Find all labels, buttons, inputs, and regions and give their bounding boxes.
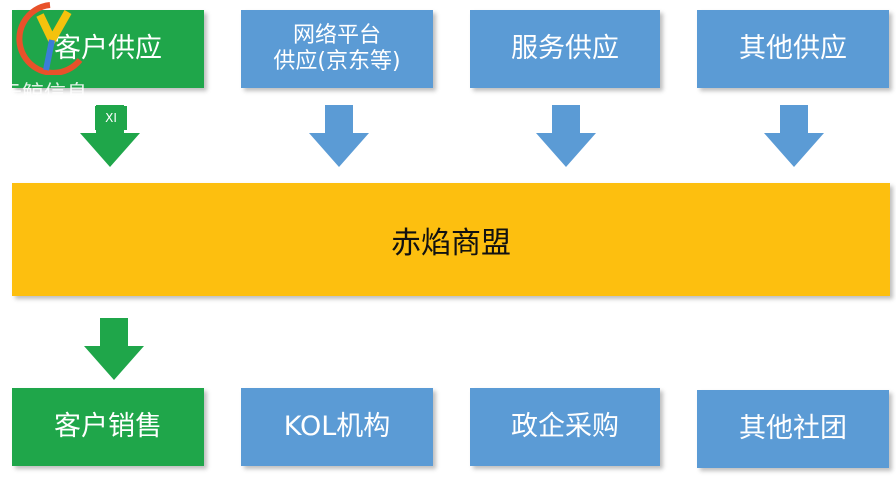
arrow-down-icon: [309, 105, 369, 167]
node-label: 政企采购: [511, 410, 619, 442]
node-customer-sales: 客户销售: [12, 388, 204, 466]
node-government-procurement: 政企采购: [470, 388, 660, 466]
node-kol-agency: KOL机构: [241, 388, 433, 466]
node-label: KOL机构: [283, 410, 391, 442]
node-label: 其他供应: [739, 32, 847, 64]
arrow-down-icon: [764, 105, 824, 167]
node-service-supply: 服务供应: [470, 10, 660, 88]
node-label: 其他社团: [739, 412, 847, 444]
node-label-line2: 供应(京东等): [273, 49, 401, 74]
watermark-logo-icon: [16, 2, 83, 75]
arrow-down-icon: [80, 105, 140, 167]
node-label-line1: 网络平台: [292, 22, 381, 48]
node-label: 客户供应: [54, 32, 162, 64]
node-label: 客户销售: [54, 410, 162, 442]
node-label: 服务供应: [511, 32, 619, 64]
node-customer-supply: 客户供应: [12, 10, 204, 88]
node-other-groups: 其他社团: [697, 390, 889, 468]
arrow-down-icon: [536, 105, 596, 167]
center-node-chiyan-alliance: 赤焰商盟: [12, 183, 890, 296]
node-other-supply: 其他供应: [697, 10, 889, 88]
watermark-badge: XI: [95, 106, 127, 130]
center-label: 赤焰商盟: [391, 225, 511, 261]
arrow-down-icon: [84, 318, 144, 380]
node-network-platform-supply: 网络平台 供应(京东等): [241, 10, 433, 88]
watermark-text: 云鲸信息: [0, 82, 89, 107]
